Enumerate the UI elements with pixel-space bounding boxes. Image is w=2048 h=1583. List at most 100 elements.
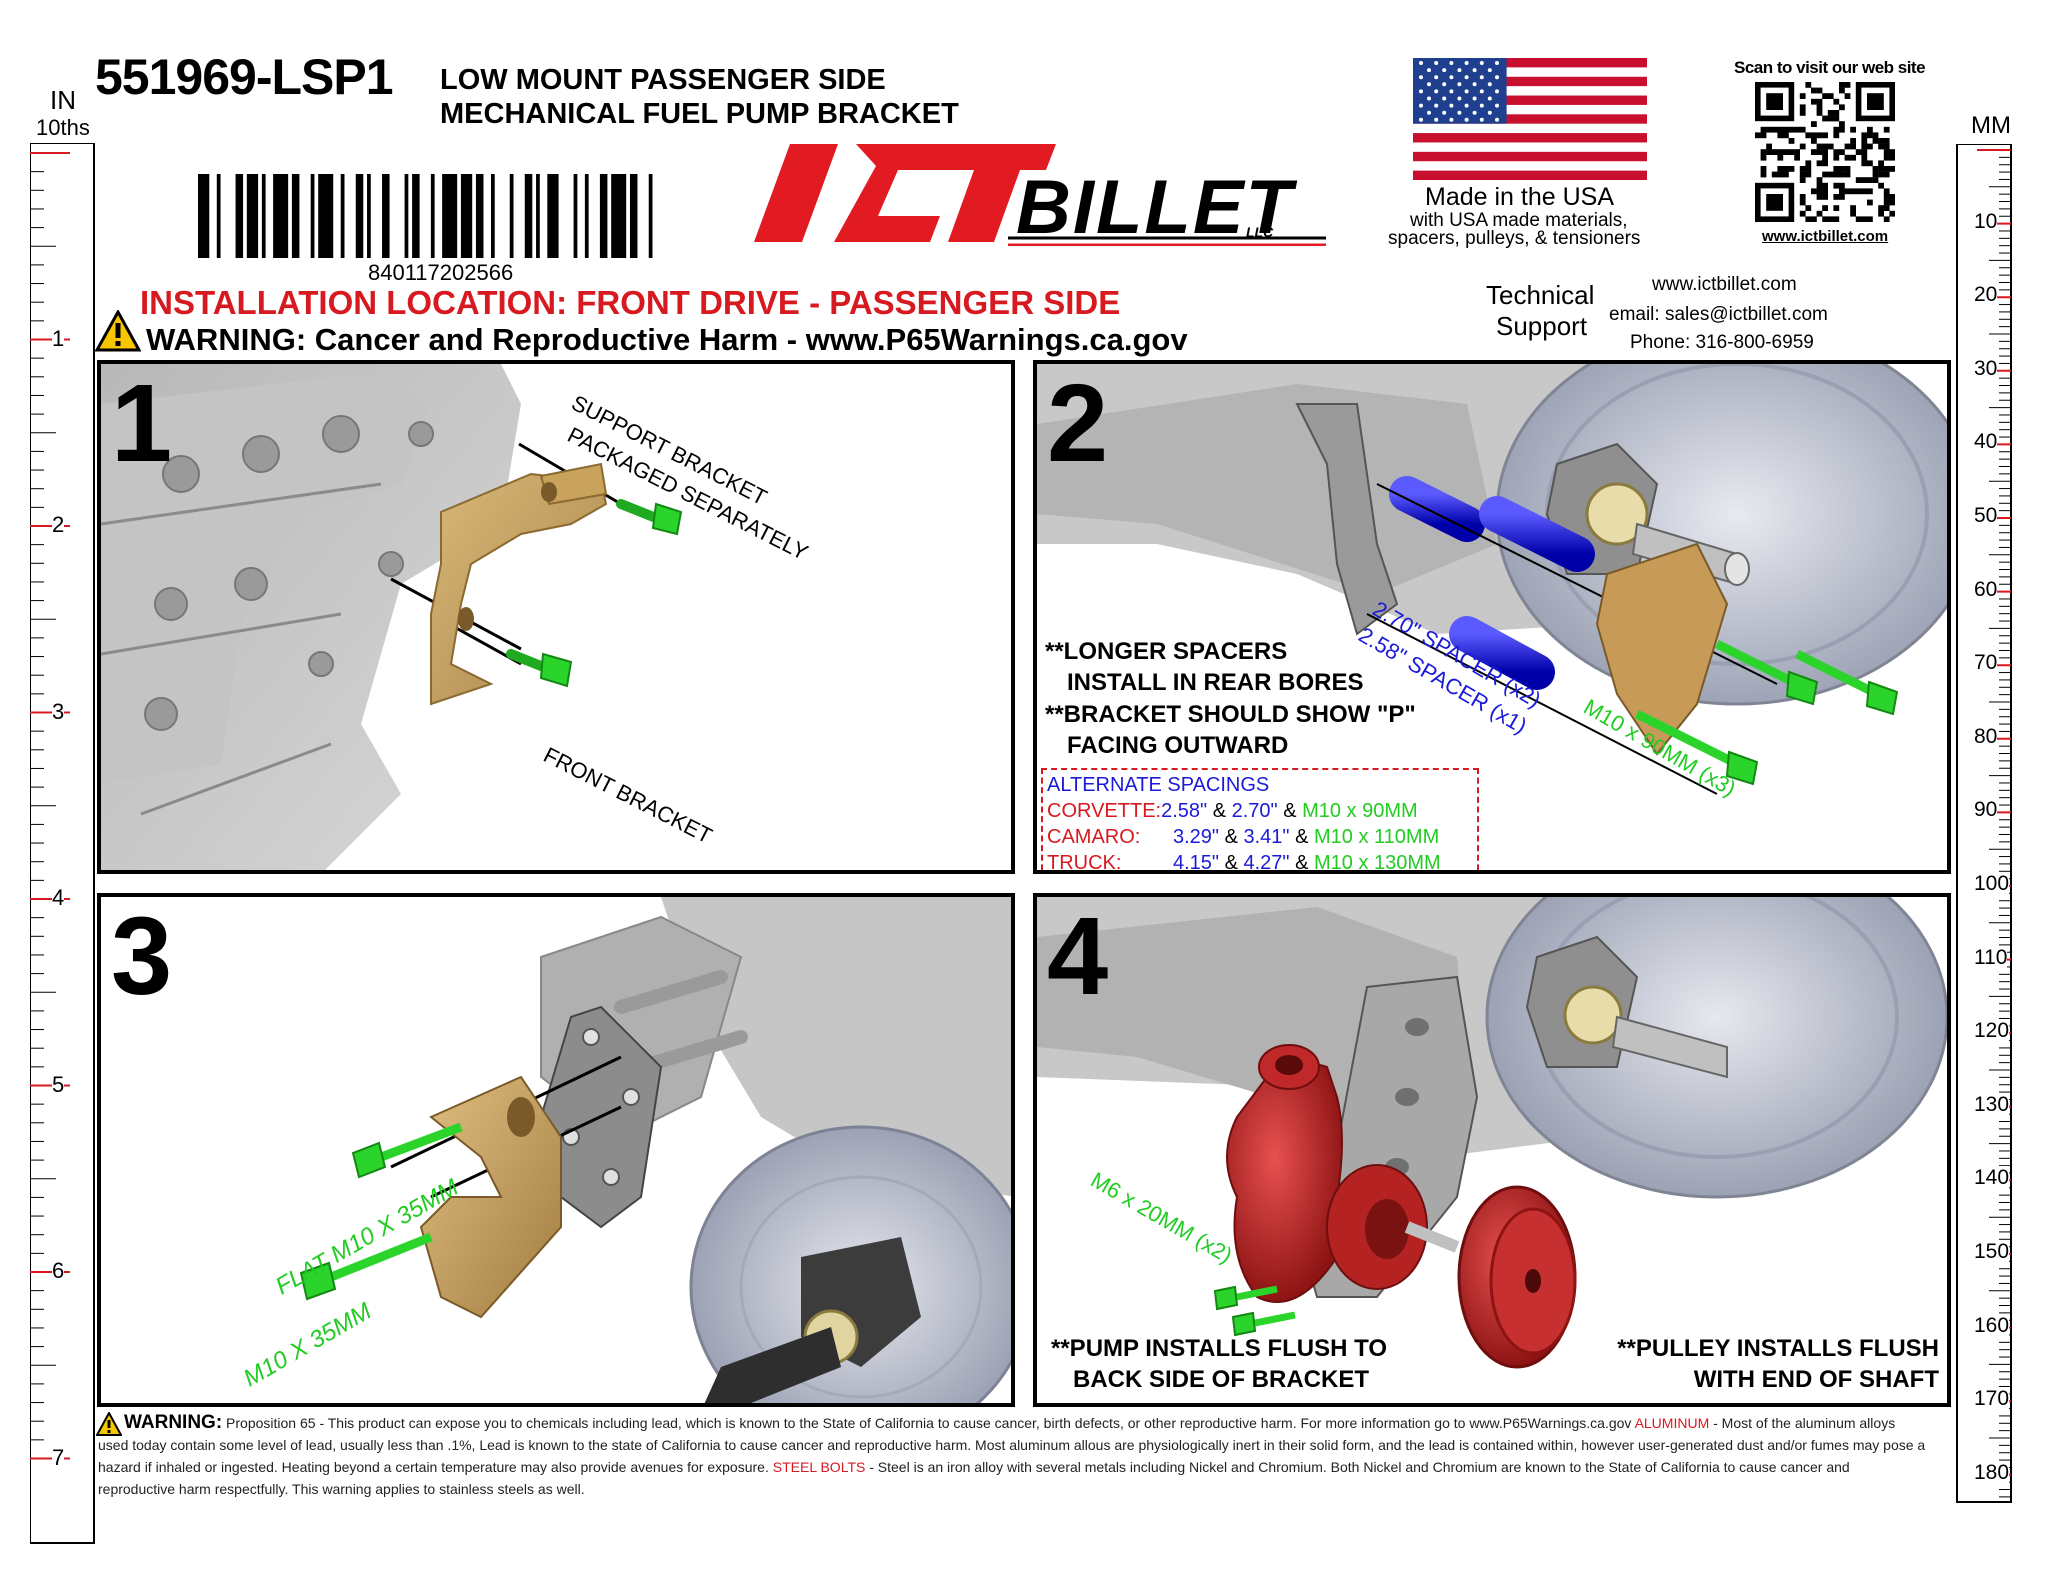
alt-row-bolt: M10 x 110MM [1314, 826, 1440, 848]
inch-ruler-label: 4 [52, 885, 65, 911]
mm-ruler-label: 90 [1974, 798, 1998, 823]
mm-ruler-label: 100 [1974, 872, 2010, 896]
alt-row-amp: & [1212, 800, 1227, 822]
blue-spacer-icon [1389, 476, 1485, 542]
p65-warning-line: WARNING: Cancer and Reproductive Harm - … [146, 322, 1188, 357]
qr-url[interactable]: www.ictbillet.com [1762, 228, 1889, 245]
step-number: 2 [1047, 362, 1109, 485]
spacer-install-illustration [1037, 364, 1947, 795]
mm-ruler-label: 140 [1974, 1166, 2010, 1191]
facing-outward-note: FACING OUTWARD [1067, 732, 1289, 759]
alt-row-truck: TRUCK:4.15" & 4.27" & M10 x 130MM [1047, 850, 1473, 874]
support-email[interactable]: email: sales@ictbillet.com [1609, 304, 1828, 325]
step-number: 1 [111, 362, 173, 485]
made-in-usa: Made in the USA [1425, 183, 1614, 211]
alt-spacings-title: ALTERNATE SPACINGS [1047, 774, 1270, 796]
alt-row-amp: & [1295, 826, 1309, 848]
pump-pulley-illustration [1037, 897, 1947, 1369]
support-label-2: Support [1496, 311, 1588, 341]
alt-row-corvette: CORVETTE:2.58" & 2.70" & M10 x 90MM [1047, 798, 1473, 824]
green-bolt-icon [351, 1122, 463, 1179]
end-of-shaft-note: WITH END OF SHAFT [1693, 1366, 1939, 1393]
alt-row-b: 2.70" [1231, 800, 1278, 822]
mm-ruler-label: 50 [1974, 504, 1998, 528]
mm-ruler-label: 170 [1974, 1387, 2010, 1412]
step-number: 4 [1047, 895, 1109, 1018]
qr-code[interactable] [1755, 82, 1895, 222]
mm-ruler-label: 110 [1974, 945, 2008, 970]
inch-ruler-label: 5 [52, 1071, 65, 1098]
made-in-usa-line3: spacers, pulleys, & tensioners [1388, 228, 1641, 249]
alt-row-amp: & [1283, 800, 1297, 822]
green-bolt-icon [1634, 709, 1759, 786]
step-number: 3 [111, 895, 173, 1018]
mm-ruler-label: 60 [1974, 577, 1998, 602]
alt-row-bolt: M10 x 90MM [1302, 800, 1418, 822]
footer-steel-text: - Steel is an iron alloy with several me… [98, 1459, 1850, 1497]
green-bolt-icon [616, 499, 683, 536]
green-bolt-icon [1231, 1311, 1296, 1337]
back-side-note: BACK SIDE OF BRACKET [1073, 1366, 1370, 1393]
mm-ruler-label: 150 [1974, 1240, 2010, 1264]
green-bolt-icon [1794, 649, 1899, 716]
inch-ruler-label: 6 [52, 1258, 65, 1284]
green-bolt-icon [506, 649, 573, 688]
barcode [198, 174, 653, 258]
footer-aluminum-label: ALUMINUM [1634, 1415, 1710, 1431]
engine-block-illustration [101, 364, 683, 870]
inch-ruler-label: 7 [52, 1444, 65, 1471]
mm-ruler-label: 20 [1974, 283, 1998, 308]
footer-steel-label: STEEL BOLTS [772, 1459, 866, 1475]
install-location: INSTALLATION LOCATION: FRONT DRIVE - PAS… [140, 284, 1121, 321]
support-label-1: Technical [1486, 280, 1595, 310]
alt-row-name: TRUCK: [1047, 852, 1122, 874]
green-bolt-icon [1213, 1285, 1278, 1311]
alt-row-amp: & [1224, 826, 1238, 848]
alt-row-a: 3.29" [1173, 826, 1220, 848]
bracket-p-note: **BRACKET SHOULD SHOW "P" [1045, 701, 1416, 728]
alt-row-name: CAMARO: [1047, 826, 1141, 848]
mm-unit-label: MM [1971, 112, 2011, 139]
ict-logo-mark [754, 144, 1326, 247]
green-bolt-icon [299, 1232, 433, 1301]
inch-ruler-label: 1 [52, 325, 65, 352]
title-line-1: LOW MOUNT PASSENGER SIDE [440, 64, 886, 96]
title-line-2: MECHANICAL FUEL PUMP BRACKET [440, 98, 959, 130]
mm-ruler-label: 40 [1974, 430, 1998, 455]
logo-llc-text: LLC [1246, 224, 1274, 240]
alt-row-a: 2.58" [1161, 800, 1208, 822]
mm-ruler-label: 160 [1974, 1313, 2010, 1338]
part-number: 551969-LSP1 [95, 49, 394, 105]
mm-ruler-scale [1956, 144, 2012, 1503]
us-flag-icon [1413, 58, 1647, 180]
support-website[interactable]: www.ictbillet.com [1652, 274, 1797, 295]
alt-row-b: 4.27" [1243, 852, 1290, 874]
footer-warning-label: WARNING: [124, 1412, 223, 1433]
inch-sub-label: 10ths [36, 115, 90, 140]
mm-ruler-label: 180 [1974, 1460, 2010, 1485]
mm-ruler-label: 10 [1974, 209, 1998, 234]
inch-ruler: IN 10ths [0, 85, 100, 1544]
inch-ruler-label: 3 [52, 698, 65, 725]
alt-row-amp: & [1295, 852, 1309, 874]
mm-ruler-label: 70 [1974, 651, 1998, 676]
p65-footer: WARNING: Proposition 65 - This product c… [98, 1412, 1928, 1500]
footer-aluminum-text: - Most of the aluminum alloys used today… [98, 1415, 1926, 1475]
alt-row-b: 3.41" [1243, 826, 1290, 848]
warning-triangle-icon [95, 310, 141, 352]
mm-ruler-label: 130 [1974, 1092, 2010, 1117]
rear-bores-note: INSTALL IN REAR BORES [1067, 669, 1364, 696]
ict-billet-logo: BILLET LLC [726, 138, 1326, 250]
blue-spacer-icon [1449, 616, 1555, 690]
pump-flush-note: **PUMP INSTALLS FLUSH TO [1051, 1335, 1388, 1362]
alt-row-name: CORVETTE: [1047, 800, 1162, 822]
mm-ruler: MM [1955, 112, 2048, 1503]
support-phone: Phone: 316-800-6959 [1630, 332, 1814, 353]
logo-billet-text: BILLET [1016, 165, 1294, 250]
mm-ruler-label: 80 [1974, 724, 1998, 749]
alt-row-amp: & [1224, 852, 1238, 874]
alt-row-camaro: CAMARO: 3.29" & 3.41" & M10 x 110MM [1047, 824, 1473, 850]
footer-warning-triangle-icon [96, 1412, 122, 1436]
mm-ruler-label: 120 [1974, 1019, 2010, 1044]
inch-ruler-scale [30, 143, 95, 1544]
